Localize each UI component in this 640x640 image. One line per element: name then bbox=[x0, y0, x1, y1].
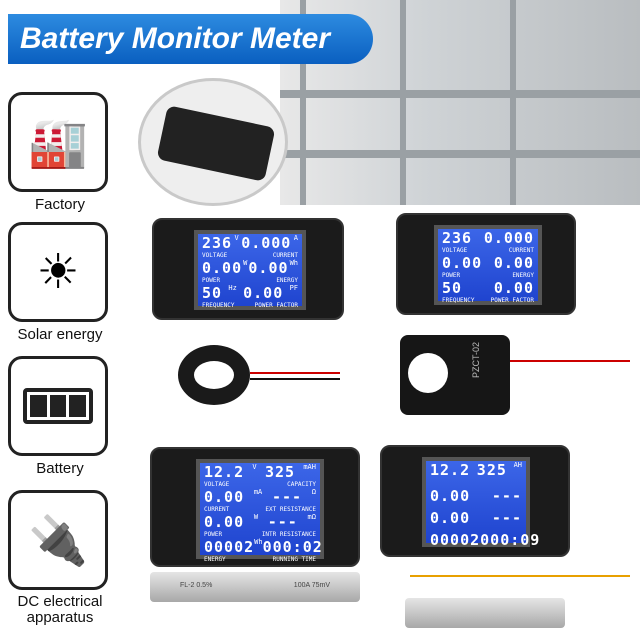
power-value: 0.00 bbox=[430, 509, 471, 527]
wire bbox=[410, 575, 630, 577]
wire bbox=[250, 372, 340, 374]
current-value: 0.00 bbox=[430, 487, 471, 505]
label: INTR RESISTANCE bbox=[261, 531, 316, 538]
unit: W bbox=[243, 259, 248, 267]
int-resistance-value: --- bbox=[267, 513, 298, 531]
label: CURRENT bbox=[508, 247, 534, 254]
unit: mA bbox=[253, 488, 263, 496]
int-resistance-value: --- bbox=[491, 509, 522, 527]
label: CURRENT bbox=[204, 506, 230, 513]
label: ENERGY bbox=[276, 277, 298, 284]
unit: Hz bbox=[228, 284, 237, 292]
side-label: DC electrical apparatus bbox=[17, 593, 103, 626]
side-label: Solar energy bbox=[17, 326, 103, 343]
running-time-value: 000:09 bbox=[480, 531, 541, 549]
current-value: 0.000 bbox=[241, 234, 292, 252]
label: VOLTAGE bbox=[202, 252, 228, 259]
unit: AH bbox=[513, 461, 522, 469]
page-title: Battery Monitor Meter bbox=[8, 14, 373, 64]
voltage-value: 12.2 bbox=[430, 461, 471, 479]
ext-resistance-value: --- bbox=[271, 488, 303, 506]
unit: Ω bbox=[311, 488, 316, 496]
voltage-value: 236 bbox=[202, 234, 233, 252]
unit: mAH bbox=[303, 463, 316, 471]
label: POWER FACTOR bbox=[254, 302, 298, 309]
voltage-value: 236 bbox=[442, 229, 473, 247]
running-time-value: 000:02 bbox=[262, 538, 323, 556]
energy-value: 00002 bbox=[430, 531, 481, 549]
split-core-clamp: PZCT-02 bbox=[400, 335, 510, 415]
factory-icon: 🏭 bbox=[8, 92, 108, 192]
shunt-label: FL-2 0.5% bbox=[180, 582, 213, 589]
side-label: Factory bbox=[34, 196, 85, 213]
capacity-value: 325 bbox=[476, 461, 507, 479]
unit: Wh bbox=[254, 538, 263, 546]
shunt-resistor: FL-2 0.5% 100A 75mV bbox=[150, 572, 360, 602]
power-value: 0.00 bbox=[204, 513, 245, 531]
label: POWER FACTOR bbox=[490, 297, 534, 304]
label: EXT RESISTANCE bbox=[265, 506, 316, 513]
label: POWER bbox=[204, 531, 223, 538]
label: FREQUENCY bbox=[442, 297, 475, 304]
unit: Wh bbox=[289, 259, 298, 267]
label: VOLTAGE bbox=[442, 247, 468, 254]
current-value: 0.000 bbox=[483, 229, 534, 247]
unit: V bbox=[234, 234, 239, 242]
capacity-value: 325 bbox=[264, 463, 296, 481]
power-value: 0.00 bbox=[202, 259, 243, 277]
power-value: 0.00 bbox=[442, 254, 483, 272]
side-label: Battery bbox=[36, 460, 84, 477]
energy-value: 00002 bbox=[204, 538, 255, 556]
unit: PF bbox=[289, 284, 298, 292]
label: CURRENT bbox=[272, 252, 298, 259]
unit: A bbox=[293, 234, 298, 242]
label: CAPACITY bbox=[287, 481, 316, 488]
label: ENERGY bbox=[512, 272, 534, 279]
unit: W bbox=[253, 513, 259, 521]
dc-plug-icon: 🔌 bbox=[8, 490, 108, 590]
label: POWER bbox=[442, 272, 461, 279]
wire bbox=[250, 378, 340, 380]
lcd-display: 236 0.000 VOLTAGE CURRENT 0.00 0.00 POWER EN… bbox=[434, 225, 542, 305]
ext-resistance-value: --- bbox=[491, 487, 522, 505]
label: VOLTAGE bbox=[204, 481, 230, 488]
label: FREQUENCY bbox=[202, 302, 235, 309]
frequency-value: 50 bbox=[442, 279, 463, 297]
battery-icon bbox=[8, 356, 108, 456]
wire bbox=[510, 360, 630, 362]
solar-panel-icon: ☀ bbox=[8, 222, 108, 322]
ac-meter-2: 236 0.000 VOLTAGE CURRENT 0.00 0.00 POWER EN… bbox=[396, 213, 576, 315]
energy-value: 0.00 bbox=[493, 254, 534, 272]
current-value: 0.00 bbox=[204, 488, 245, 506]
frequency-value: 50 bbox=[202, 284, 223, 302]
label: POWER bbox=[202, 277, 221, 284]
pf-value: 0.00 bbox=[243, 284, 284, 302]
pf-value: 0.00 bbox=[493, 279, 534, 297]
shunt-resistor bbox=[405, 598, 565, 628]
unit: mΩ bbox=[307, 513, 316, 521]
installation-inset-photo bbox=[138, 78, 288, 206]
dc-meter-1: 12.2 V 325 mAH VOLTAGE CAPACITY 0.00 mA --- Ω C… bbox=[150, 447, 360, 567]
label: RUNNING TIME bbox=[272, 556, 316, 563]
voltage-value: 12.2 bbox=[204, 463, 245, 481]
unit: V bbox=[252, 463, 257, 471]
shunt-rating: 100A 75mV bbox=[293, 582, 330, 589]
clamp-label: PZCT-02 bbox=[471, 341, 482, 379]
lcd-display: 12.2 V 325 mAH VOLTAGE CAPACITY 0.00 mA --- Ω C… bbox=[196, 459, 324, 563]
energy-value: 0.00 bbox=[248, 259, 289, 277]
label: ENERGY bbox=[204, 556, 226, 563]
current-transformer-ring bbox=[178, 345, 250, 405]
